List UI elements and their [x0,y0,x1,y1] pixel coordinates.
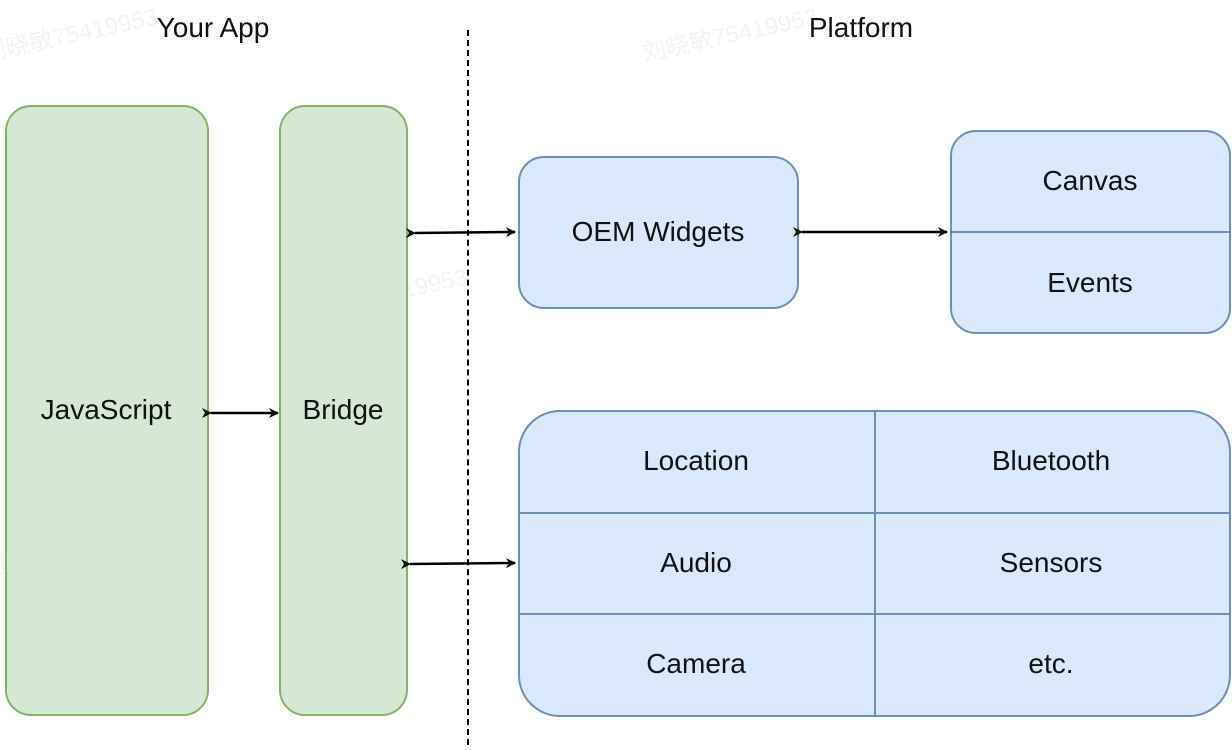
javascript-box [5,105,209,716]
camera-cell: Camera [646,648,746,679]
sensors-cell: Sensors [999,547,1103,578]
bridge-oem-arrow [405,227,516,239]
location-cell: Location [643,445,749,476]
your-app-heading: Your App [156,12,270,43]
services-row-divider [519,512,1230,514]
audio-cell: Audio [660,547,732,578]
services-column-divider [874,411,876,716]
javascript-label: JavaScript [40,394,172,425]
bridge-services-arrow [400,558,516,570]
events-label: Events [1047,267,1133,298]
bridge-label: Bridge [302,394,384,425]
etc-cell: etc. [1028,648,1074,679]
platform-heading: Platform [808,12,914,43]
bridge-box [279,105,408,716]
bluetooth-cell: Bluetooth [991,445,1111,476]
canvas-label: Canvas [1042,165,1138,196]
oem-widgets-label: OEM Widgets [571,216,745,247]
app-platform-divider [467,30,469,745]
services-row-divider [519,613,1230,615]
canvas-events-divider [951,231,1230,233]
